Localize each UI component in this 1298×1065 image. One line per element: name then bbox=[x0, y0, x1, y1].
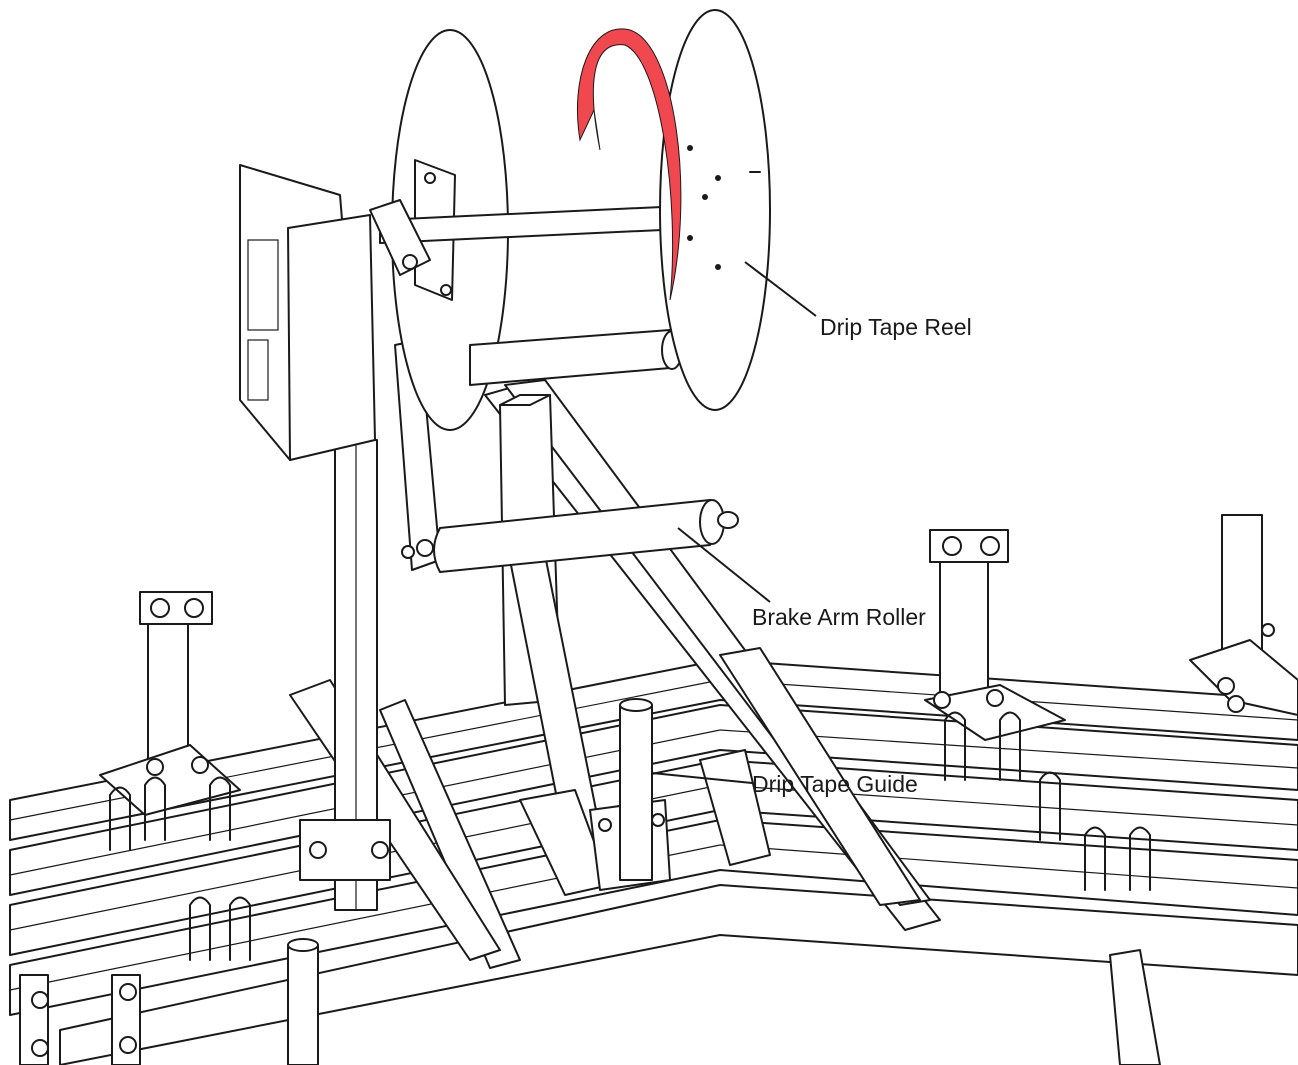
brake-arm-roller bbox=[433, 499, 739, 573]
rotation-arrow-shape bbox=[576, 28, 682, 301]
u-bolts bbox=[109, 711, 1151, 961]
diagonal-supports bbox=[289, 379, 941, 969]
bottom-left-parts bbox=[19, 938, 319, 1065]
drip-tape-reel bbox=[369, 9, 771, 431]
callout-drip-tape-guide: Drip Tape Guide bbox=[752, 771, 918, 797]
left-bracket bbox=[99, 591, 241, 816]
leader-drip-tape-guide bbox=[651, 772, 753, 784]
right-bracket bbox=[924, 529, 1066, 741]
callout-drip-tape-reel: Drip Tape Reel bbox=[820, 314, 972, 340]
callout-brake-arm-roller: Brake Arm Roller bbox=[752, 604, 926, 630]
leader-drip-tape-reel bbox=[744, 261, 817, 317]
callout-leaders bbox=[651, 261, 817, 784]
bottom-right-shank bbox=[1109, 949, 1161, 1065]
drip-tape-guide bbox=[589, 698, 671, 891]
leader-brake-arm-roller bbox=[677, 527, 771, 603]
rotation-arrow bbox=[576, 28, 682, 301]
far-right-block bbox=[1189, 514, 1298, 716]
left-post-assembly bbox=[239, 164, 391, 911]
